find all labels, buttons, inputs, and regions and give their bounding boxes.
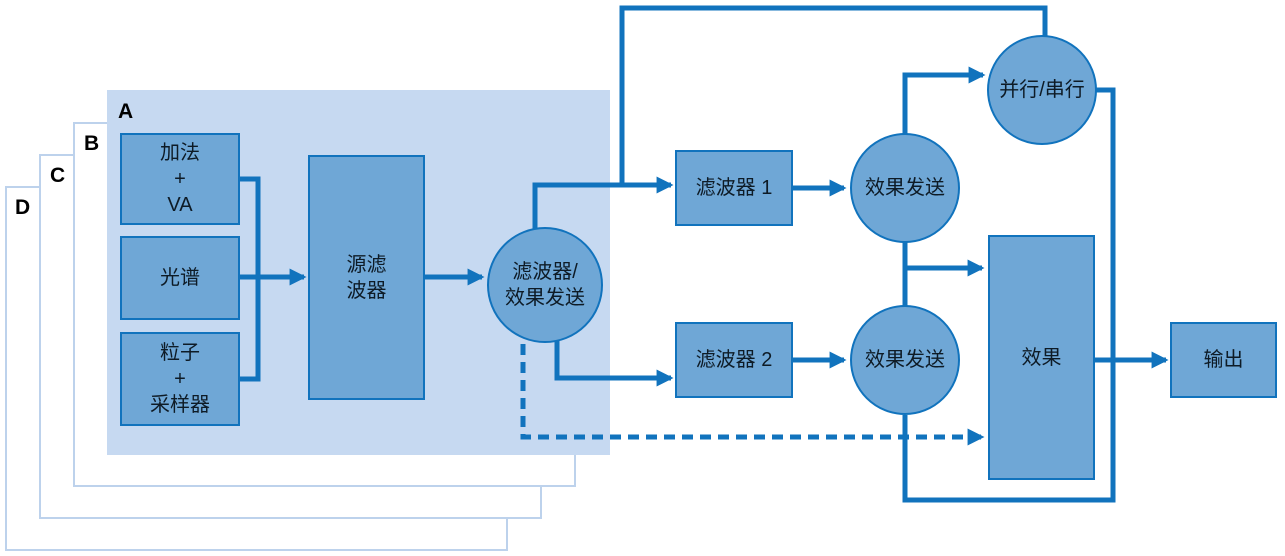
layer-label-a: A xyxy=(118,100,134,123)
node-filter-1-label: 滤波器 1 xyxy=(695,177,773,199)
node-source-granular: 粒子 + 采样器 xyxy=(120,332,240,426)
node-output-label: 输出 xyxy=(1203,349,1244,371)
layer-label-b: B xyxy=(84,132,100,155)
node-filter-2-label: 滤波器 2 xyxy=(695,349,773,371)
node-parallel-serial: 并行/串行 xyxy=(987,35,1097,145)
node-effect-send-2: 效果发送 xyxy=(850,305,960,415)
wire-splitter-top-to-parallel-serial xyxy=(619,5,1048,185)
node-output: 输出 xyxy=(1170,322,1277,398)
node-filter-effect-send: 滤波器/ 效果发送 xyxy=(487,227,603,343)
layer-label-d: D xyxy=(15,196,31,219)
wire-splitter-dashed-to-effects xyxy=(520,290,985,446)
wire-sources-to-source-filter xyxy=(240,176,304,382)
node-filter-effect-send-label: 滤波器/ 效果发送 xyxy=(505,261,585,309)
node-source-filter: 源滤 波器 xyxy=(308,155,425,400)
node-source-additive: 加法 + VA xyxy=(120,133,240,225)
node-effect-send-1-label: 效果发送 xyxy=(865,177,945,199)
node-parallel-serial-label: 并行/串行 xyxy=(999,79,1085,101)
node-effect-send-1: 效果发送 xyxy=(850,133,960,243)
node-source-additive-label: 加法 + VA xyxy=(160,142,200,216)
wire-parallel-serial-loop xyxy=(902,87,1116,503)
layer-label-c: C xyxy=(50,164,66,187)
node-source-spectral-label: 光谱 xyxy=(160,267,200,289)
node-effects: 效果 xyxy=(988,235,1095,480)
node-source-spectral: 光谱 xyxy=(120,236,240,320)
node-filter-2: 滤波器 2 xyxy=(675,322,793,398)
node-filter-1: 滤波器 1 xyxy=(675,150,793,226)
node-effect-send-2-label: 效果发送 xyxy=(865,349,945,371)
node-source-filter-label: 源滤 波器 xyxy=(346,253,387,302)
node-source-granular-label: 粒子 + 采样器 xyxy=(150,342,210,416)
node-effects-label: 效果 xyxy=(1021,346,1062,369)
